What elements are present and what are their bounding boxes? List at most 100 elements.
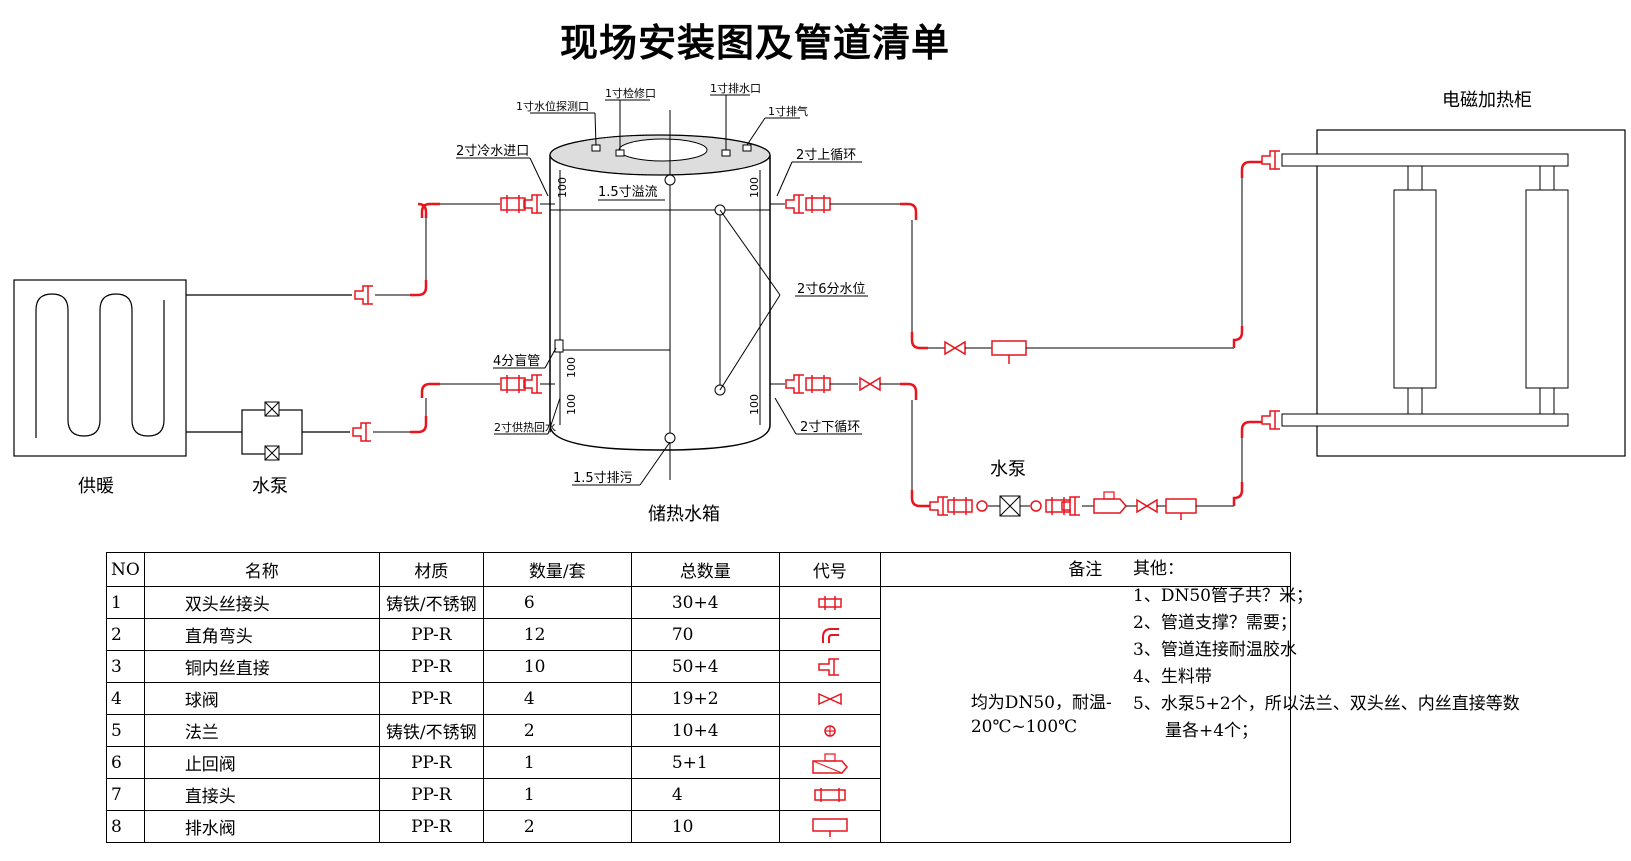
cell-qty: 12 <box>482 618 632 651</box>
ball-valve-icon <box>818 692 842 705</box>
cell-code <box>778 650 881 683</box>
cell-qty: 2 <box>482 810 632 843</box>
svg-text:100: 100 <box>748 177 761 198</box>
installation-diagram: 供暖 水泵 <box>13 81 1626 525</box>
cell-qty: 10 <box>482 650 632 683</box>
other-item: 5、水泵5+2个，所以法兰、双头丝、内丝直接等数 <box>1133 694 1520 714</box>
cell-code <box>778 618 881 651</box>
header-name: 名称 <box>143 552 380 587</box>
label-level-probe: 1寸水位探测口 <box>516 99 589 113</box>
elbow-icon <box>821 627 839 643</box>
cell-no: 4 <box>106 682 145 715</box>
cell-no: 1 <box>106 586 145 619</box>
cell-no: 7 <box>106 778 145 811</box>
cell-code <box>778 746 881 779</box>
header-code: 代号 <box>778 552 881 587</box>
cell-material: PP-R <box>378 746 484 779</box>
note-line-1: 均为DN50，耐温- <box>970 692 1112 713</box>
cell-total: 19+2 <box>630 682 780 715</box>
cell-material: PP-R <box>378 810 484 843</box>
cell-material: PP-R <box>378 682 484 715</box>
cell-code <box>778 714 881 747</box>
table-row: 2 直角弯头 PP-R 12 70 <box>106 618 1291 651</box>
radiator-label: 供暖 <box>78 476 114 497</box>
header-total: 总数量 <box>630 552 780 587</box>
cell-note: 均为DN50，耐温- 20℃~100℃ <box>879 586 1291 843</box>
cell-name: 止回阀 <box>143 746 380 779</box>
other-item: 2、管道支撑？需要； <box>1133 613 1297 633</box>
dimension-marks: 100 100 100 100 100 <box>556 177 761 415</box>
cell-qty: 4 <box>482 682 632 715</box>
pipe-radiator-upper <box>186 194 555 305</box>
header-qty: 数量/套 <box>482 552 632 587</box>
note-line-2: 20℃~100℃ <box>970 716 1078 737</box>
cell-material: PP-R <box>378 650 484 683</box>
cell-code <box>778 682 881 715</box>
cell-no: 3 <box>106 650 145 683</box>
svg-text:100: 100 <box>565 394 578 415</box>
label-drain-port: 1寸排水口 <box>710 81 761 95</box>
label-heating-return: 2寸供热回水 <box>494 420 556 434</box>
pipe-lower-cycle <box>770 374 1281 520</box>
cell-name: 法兰 <box>143 714 380 747</box>
cell-name: 铜内丝直接 <box>143 650 380 683</box>
cell-qty: 1 <box>482 778 632 811</box>
straight-coupling-icon <box>814 787 846 802</box>
table-row: 1 双头丝接头 铸铁/不锈钢 6 30+4 均为DN50，耐温-20℃~100℃ <box>106 586 1291 843</box>
pipe-upper-cycle <box>770 150 1281 364</box>
cell-name: 双头丝接头 <box>143 586 380 619</box>
cell-qty: 2 <box>482 714 632 747</box>
cell-total: 10+4 <box>630 714 780 747</box>
other-item: 3、管道连接耐温胶水 <box>1133 640 1297 660</box>
other-item: 4、生料带 <box>1133 667 1212 687</box>
cell-qty: 1 <box>482 746 632 779</box>
other-notes: 其他： 1、DN50管子共？米； 2、管道支撑？需要； 3、管道连接耐温胶水 4… <box>1133 556 1520 745</box>
cell-material: 铸铁/不锈钢 <box>378 586 484 619</box>
svg-text:100: 100 <box>556 177 569 198</box>
cell-no: 5 <box>106 714 145 747</box>
cell-code <box>778 778 881 811</box>
copper-female-coupling-icon <box>818 657 839 676</box>
cell-name: 排水阀 <box>143 810 380 843</box>
table-row: 8 排水阀 PP-R 2 10 <box>106 810 1291 843</box>
cell-total: 5+1 <box>630 746 780 779</box>
cell-no: 8 <box>106 810 145 843</box>
cell-total: 4 <box>630 778 780 811</box>
cell-name: 直角弯头 <box>143 618 380 651</box>
cell-name: 直接头 <box>143 778 380 811</box>
cell-total: 50+4 <box>630 650 780 683</box>
cell-code <box>778 586 881 619</box>
cell-total: 70 <box>630 618 780 651</box>
label-overflow: 1.5寸溢流 <box>598 185 658 200</box>
parts-table: NO 名称 材质 数量/套 总数量 代号 备注 1 双头丝接头 铸铁/不锈钢 6… <box>106 552 1291 843</box>
label-level-gauge: 2寸6分水位 <box>797 282 866 297</box>
header-note: 备注 <box>879 552 1291 587</box>
cabinet-label: 电磁加热柜 <box>1442 90 1532 111</box>
storage-tank <box>549 110 781 480</box>
other-item: 1、DN50管子共？米； <box>1133 586 1313 606</box>
page-title: 现场安装图及管道清单 <box>559 20 950 65</box>
header-material: 材质 <box>378 552 484 587</box>
double-thread-joint-icon <box>818 595 842 610</box>
label-vent: 1寸排气 <box>768 104 808 118</box>
tank-label: 储热水箱 <box>648 504 720 525</box>
cell-material: PP-R <box>378 778 484 811</box>
label-cold-inlet: 2寸冷水进口 <box>456 144 529 159</box>
radiator <box>13 279 187 457</box>
other-item: 量各+4个； <box>1165 721 1259 741</box>
svg-text:100: 100 <box>748 394 761 415</box>
drain-valve-icon <box>812 817 848 837</box>
heating-cabinet <box>1281 129 1626 457</box>
other-heading: 其他： <box>1133 559 1184 579</box>
flange-icon <box>824 724 836 737</box>
pump-right-label: 水泵 <box>990 459 1026 480</box>
table-row: 4 球阀 PP-R 4 19+2 <box>106 682 1291 715</box>
cell-qty: 6 <box>482 586 632 619</box>
tank-annotations: 1寸水位探测口 1寸检修口 1寸排水口 1寸排气 2寸冷水进口 2寸上循环 1.… <box>456 81 868 486</box>
label-inspection-port: 1寸检修口 <box>605 86 656 100</box>
label-sensor-pipe: 4分盲管 <box>493 353 540 369</box>
cell-no: 6 <box>106 746 145 779</box>
table-header-row: NO 名称 材质 数量/套 总数量 代号 备注 <box>106 552 1291 587</box>
cell-total: 10 <box>630 810 780 843</box>
pipe-radiator-lower <box>352 374 555 442</box>
